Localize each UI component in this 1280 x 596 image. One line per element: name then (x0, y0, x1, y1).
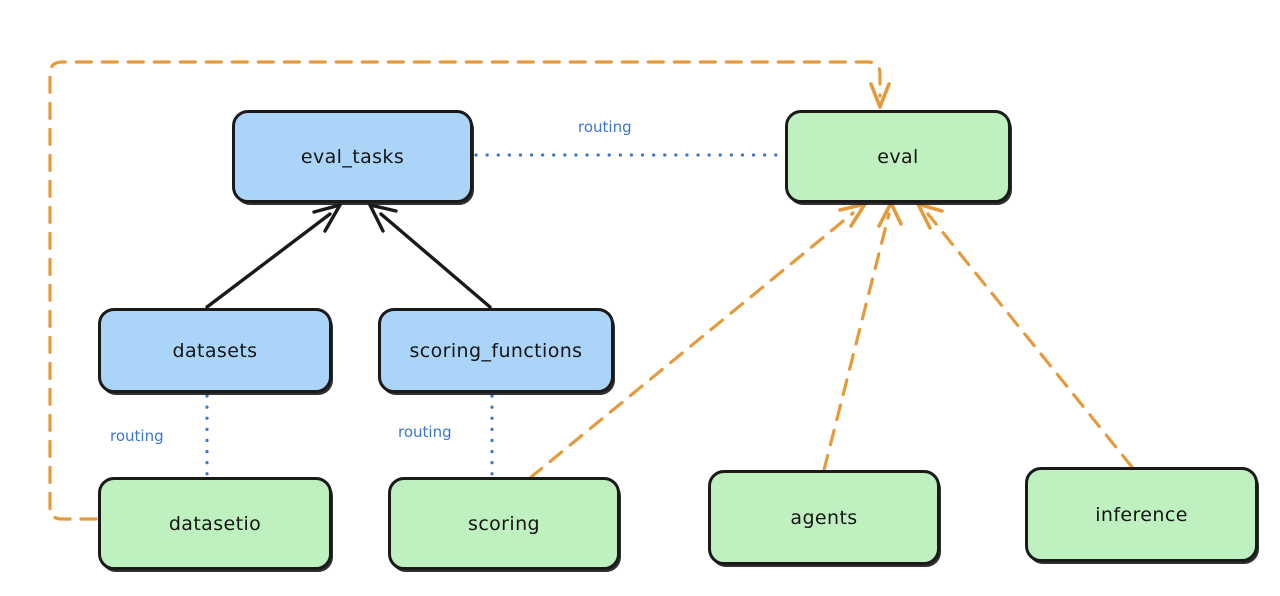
node-label-eval-tasks: eval_tasks (300, 145, 405, 168)
edge-label-routing-eval-tasks-eval: routing (578, 118, 632, 136)
node-label-datasetio: datasetio (168, 512, 262, 535)
node-label-inference: inference (1095, 503, 1188, 526)
edge-datasets-eval_tasks (205, 203, 342, 309)
edge-label-routing-datasets-datasetio: routing (110, 427, 164, 445)
edge-inference-eval (916, 202, 1134, 469)
edge-agents-eval (822, 201, 903, 472)
node-label-scoring-functions: scoring_functions (409, 339, 583, 362)
edge-scoring_functions-eval_tasks (368, 203, 492, 309)
node-label-datasets: datasets (172, 339, 258, 362)
node-label-eval: eval (877, 145, 919, 168)
node-datasets[interactable]: datasets (98, 308, 332, 393)
node-eval[interactable]: eval (785, 110, 1011, 203)
node-label-agents: agents (790, 506, 858, 529)
node-eval-tasks[interactable]: eval_tasks (232, 110, 473, 203)
node-inference[interactable]: inference (1025, 467, 1258, 562)
node-label-scoring: scoring (468, 512, 540, 535)
node-agents[interactable]: agents (708, 470, 940, 565)
edge-label-routing-scoring-functions-scoring: routing (398, 423, 452, 441)
node-datasetio[interactable]: datasetio (98, 477, 332, 570)
node-scoring-functions[interactable]: scoring_functions (378, 308, 614, 393)
node-scoring[interactable]: scoring (388, 477, 620, 570)
